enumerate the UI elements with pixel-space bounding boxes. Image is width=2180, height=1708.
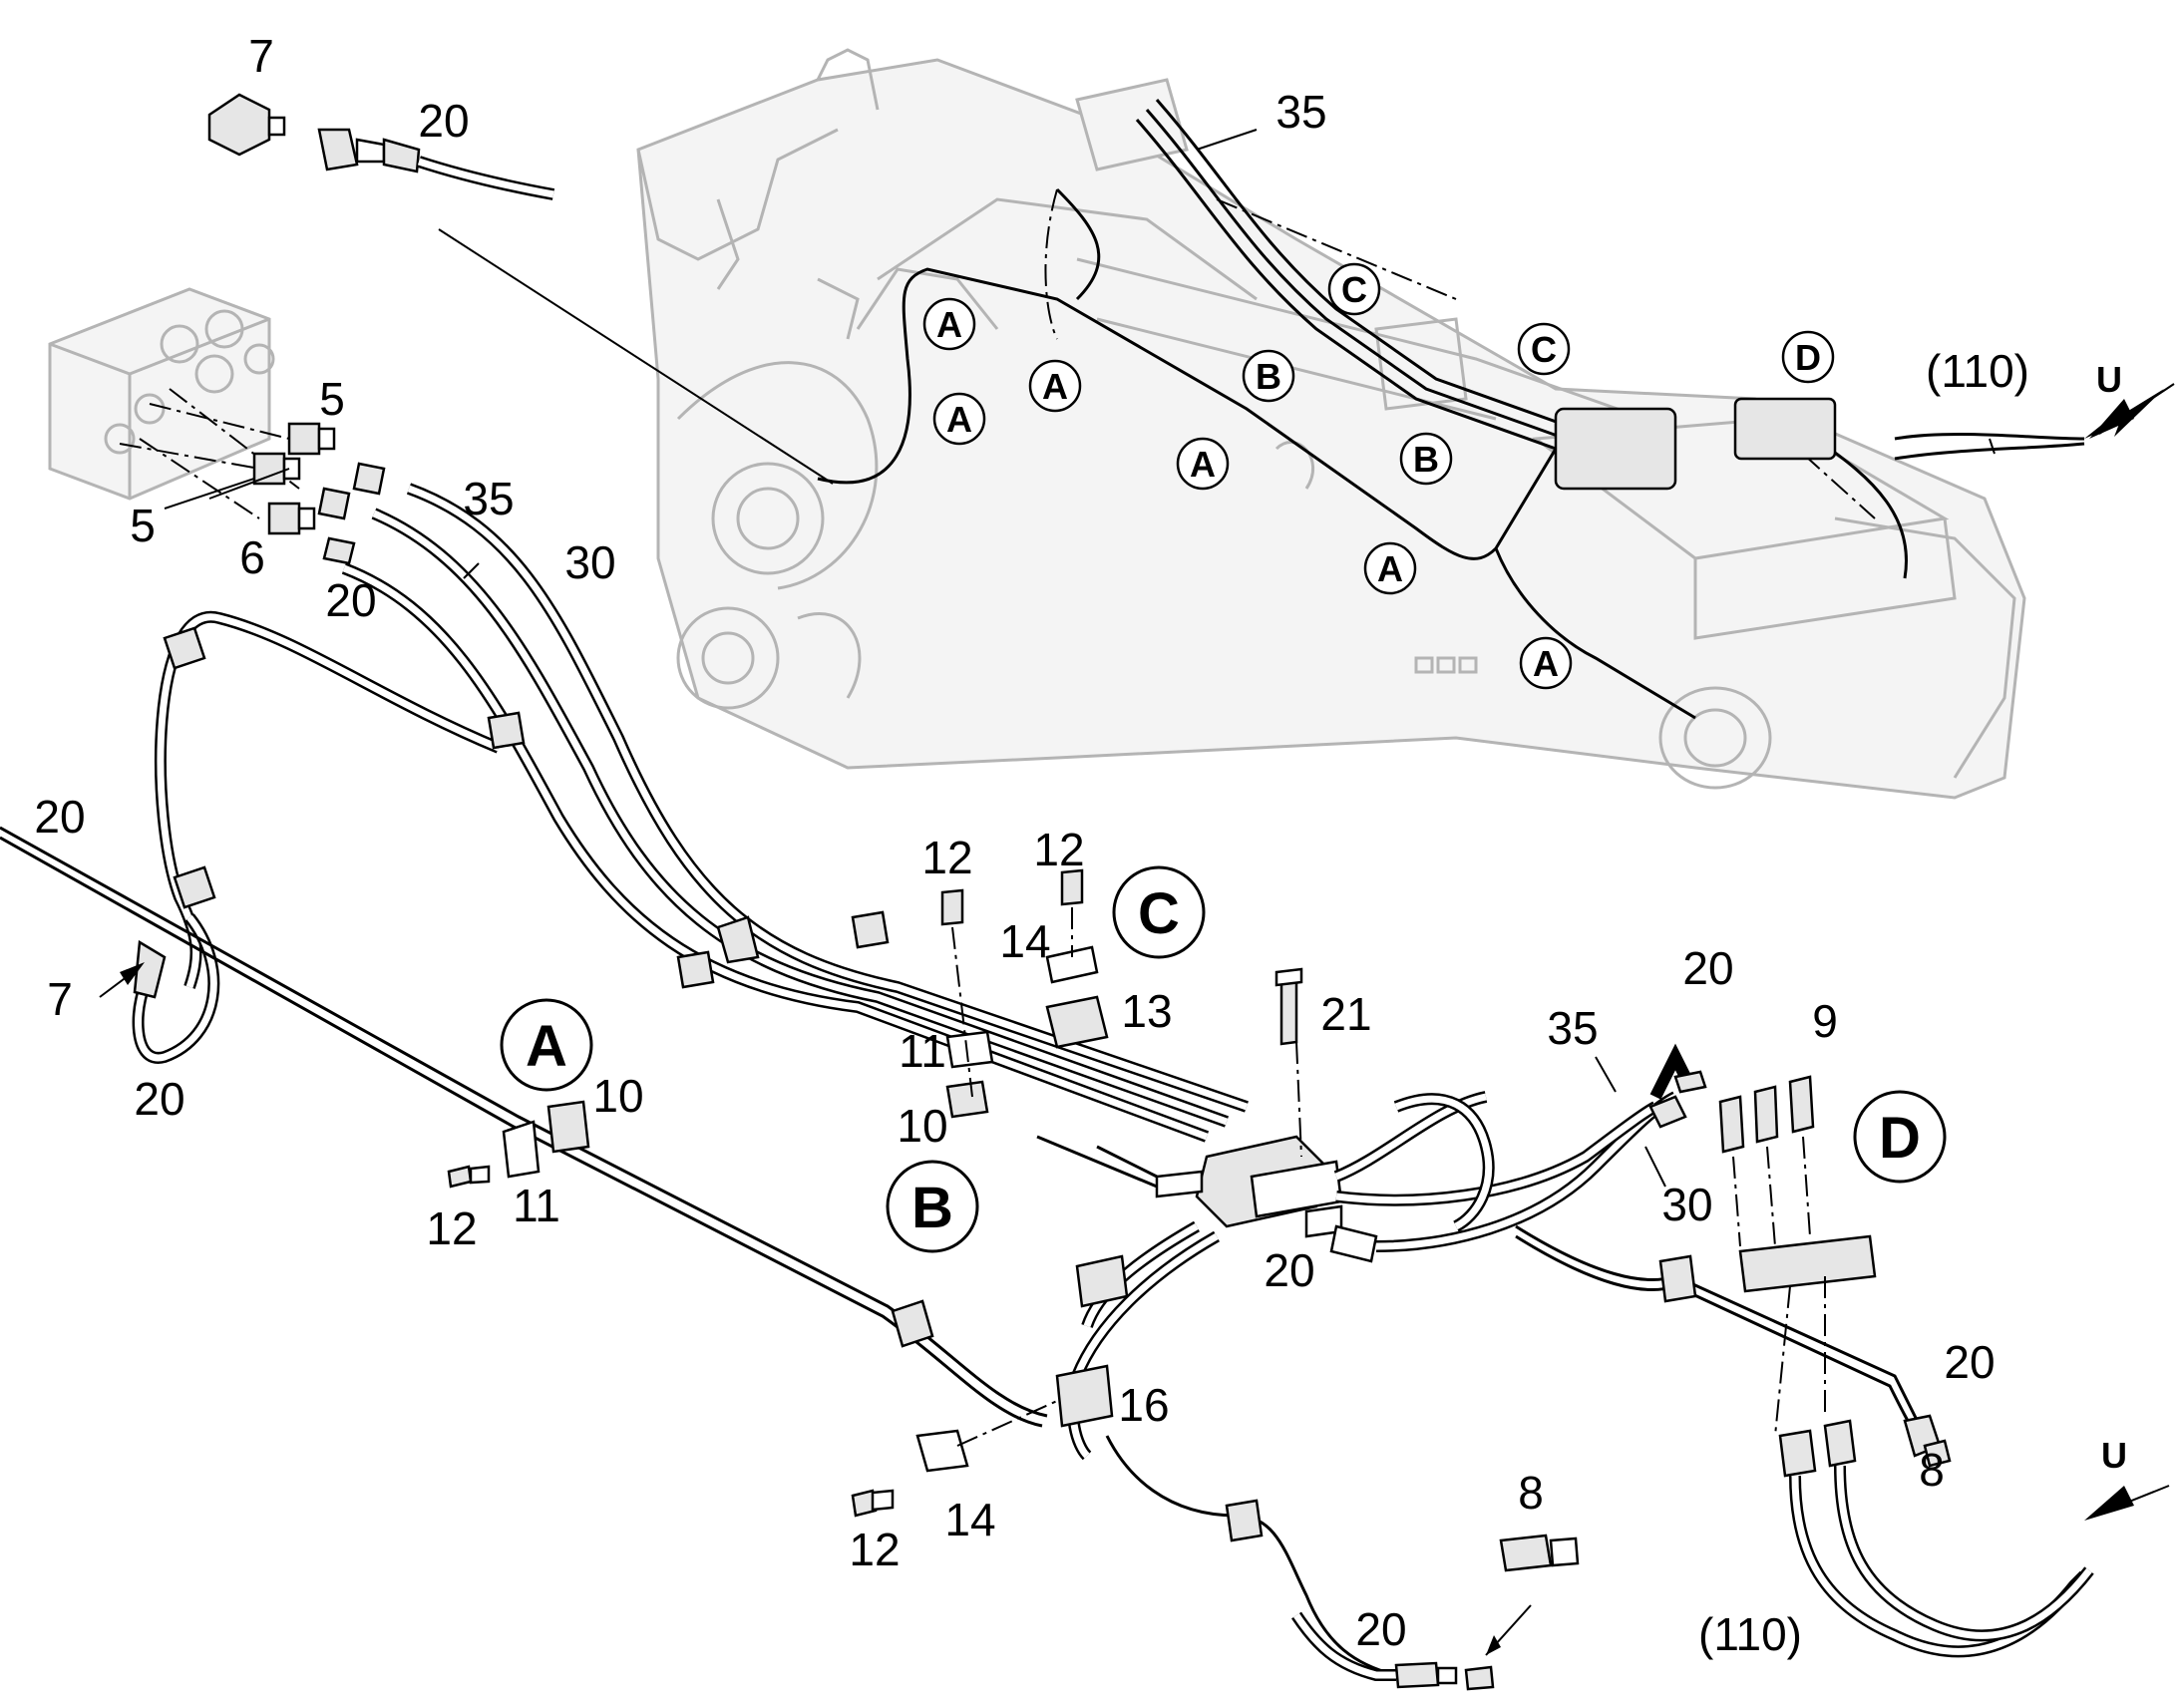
fittings-detail-d — [1718, 1075, 2094, 1658]
callout-8: 8 — [1518, 1467, 1544, 1519]
callout-8: 8 — [1919, 1444, 1945, 1496]
overview-marker-c: C — [1517, 322, 1571, 376]
overview-marker-a: A — [1176, 437, 1230, 491]
svg-text:C: C — [1531, 329, 1557, 370]
overview-marker-a: A — [932, 392, 986, 446]
callout-10: 10 — [592, 1070, 643, 1122]
callout-35: 35 — [1275, 86, 1326, 138]
svg-text:A: A — [1042, 366, 1068, 407]
u-arrows — [2084, 383, 2175, 1521]
part-callouts: 7 20 35 5 5 6 20 35 30 20 7 20 10 11 12 … — [34, 30, 2127, 1660]
svg-text:C: C — [1341, 269, 1367, 310]
detail-marker-d: D — [1853, 1090, 1947, 1184]
callout-20: 20 — [34, 791, 85, 843]
callout-20: 20 — [134, 1073, 184, 1125]
callout-20: 20 — [1944, 1336, 1995, 1388]
svg-text:B: B — [1413, 439, 1439, 480]
callout-12: 12 — [1033, 824, 1084, 875]
callout-20: 20 — [418, 95, 469, 147]
overview-marker-c: C — [1327, 262, 1381, 316]
callout-20: 20 — [1264, 1244, 1314, 1296]
svg-text:D: D — [1795, 337, 1821, 378]
overview-marker-b: B — [1242, 349, 1295, 403]
svg-text:A: A — [1190, 444, 1216, 485]
overview-marker-a: A — [1519, 636, 1573, 690]
callout-11: 11 — [513, 1180, 560, 1231]
callout-20: 20 — [1355, 1603, 1406, 1655]
svg-text:B: B — [1256, 356, 1281, 397]
callout-20: 20 — [325, 574, 376, 626]
callout-14: 14 — [999, 915, 1050, 967]
callout-110: (110) — [1698, 1608, 1802, 1660]
callout-14: 14 — [944, 1494, 995, 1545]
callout-u: U — [2101, 1435, 2127, 1476]
overview-marker-b: B — [1399, 432, 1453, 486]
callout-5: 5 — [130, 500, 156, 551]
svg-text:A: A — [526, 1014, 567, 1079]
callout-10: 10 — [897, 1100, 947, 1152]
distribution-block — [1036, 1043, 1942, 1677]
detail-marker-b: B — [886, 1160, 979, 1253]
callout-16: 16 — [1118, 1379, 1169, 1431]
bottom-hose-end — [1291, 1534, 1580, 1691]
callout-12: 12 — [849, 1524, 900, 1575]
overview-marker-d: D — [1781, 330, 1835, 384]
detail-marker-c: C — [1112, 865, 1206, 959]
callout-30: 30 — [1661, 1179, 1712, 1230]
overview-markers: A A A A A A B B C C D — [922, 262, 1835, 690]
callout-35: 35 — [463, 473, 514, 524]
hose-a-left-loop — [0, 610, 1048, 1428]
fitting-7-top — [207, 93, 834, 485]
svg-text:A: A — [946, 399, 972, 440]
overview-marker-a: A — [1028, 359, 1082, 413]
callout-5: 5 — [319, 373, 345, 425]
svg-text:A: A — [936, 304, 962, 345]
svg-text:D: D — [1879, 1106, 1921, 1171]
callout-7: 7 — [47, 973, 73, 1025]
clamp-detail-a — [447, 1100, 590, 1189]
callout-13: 13 — [1121, 985, 1172, 1037]
svg-text:A: A — [1533, 643, 1559, 684]
svg-text:B: B — [911, 1176, 953, 1240]
callout-30: 30 — [564, 536, 615, 588]
svg-text:A: A — [1377, 548, 1403, 589]
overview-marker-a: A — [1363, 541, 1417, 595]
callout-12: 12 — [426, 1202, 477, 1254]
callout-12: 12 — [921, 832, 972, 883]
callout-21: 21 — [1320, 988, 1371, 1040]
callout-6: 6 — [239, 531, 265, 583]
callout-35: 35 — [1547, 1002, 1598, 1054]
detail-marker-a: A — [500, 998, 593, 1092]
overview-marker-a: A — [922, 297, 976, 351]
svg-text:C: C — [1138, 881, 1180, 946]
valve-block-top-left — [48, 287, 275, 501]
clamp-details-b-c — [676, 868, 1303, 1542]
callout-20: 20 — [1682, 942, 1733, 994]
callout-u: U — [2096, 359, 2122, 400]
callout-11: 11 — [899, 1025, 946, 1077]
detail-markers: A B C D — [500, 865, 1947, 1253]
callout-leaders — [99, 129, 1996, 1188]
overview-hose-routes — [817, 99, 2085, 720]
callout-9: 9 — [1812, 995, 1838, 1047]
callout-7: 7 — [248, 30, 274, 82]
valve-fittings — [119, 388, 386, 565]
callout-110: (110) — [1926, 345, 2029, 397]
